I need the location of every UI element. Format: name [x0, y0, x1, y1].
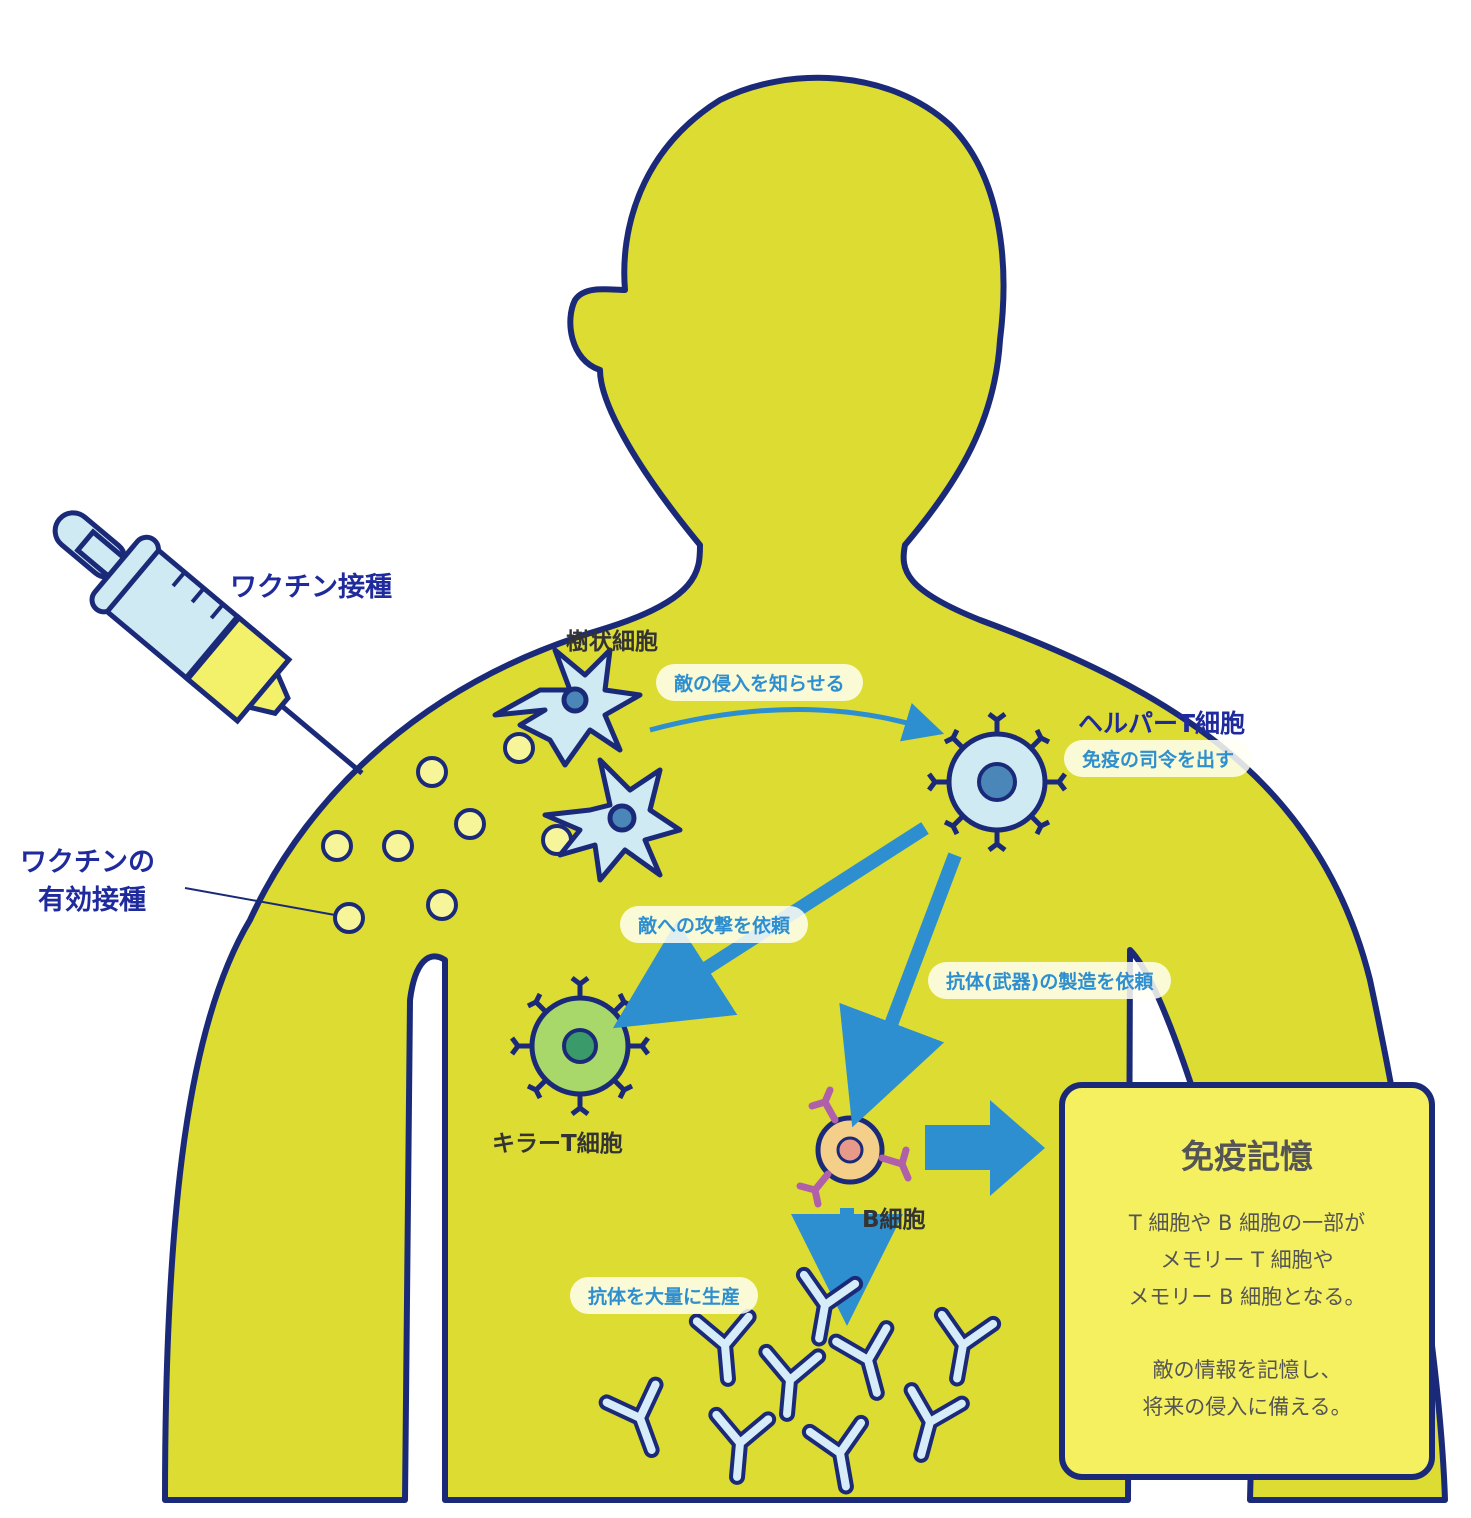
arrow-notify [649, 703, 945, 742]
vaccination-label: ワクチン接種 [230, 572, 392, 603]
memory-box-line-3: メモリー B 細胞となる。 [1128, 1285, 1366, 1309]
leader-line [184, 887, 336, 916]
antibody-icon [801, 1414, 870, 1495]
memory-box-title: 免疫記憶 [1181, 1137, 1313, 1176]
helper-t-cell-icon [927, 712, 1067, 852]
antibody-icon [598, 1376, 664, 1458]
helper-t-role-pill: 免疫の司令を出す [1064, 740, 1253, 777]
memory-box [1059, 1082, 1435, 1480]
antibody-icon [758, 1343, 827, 1422]
b-cell-icon [796, 1086, 912, 1208]
memory-box-line-4: 敵の情報を記憶し、 [1152, 1358, 1342, 1382]
helper-t-label: ヘルパーT細胞 [1078, 709, 1246, 738]
antibody-icon [933, 1306, 1002, 1387]
antibodies-group [598, 1266, 1002, 1495]
memory-box-line-1: T 細胞や B 細胞の一部が [1128, 1211, 1366, 1235]
memory-box-line-5: 将来の侵入に備える。 [1142, 1395, 1352, 1419]
memory-box-line-2: メモリー T 細胞や [1160, 1248, 1334, 1272]
antibody-icon [708, 1406, 777, 1485]
antibody-icon [688, 1308, 757, 1387]
arrow-to-memory [925, 1100, 1045, 1196]
request-attack-pill: 敵への攻撃を依頼 [620, 906, 809, 943]
vaccine-particles [321, 732, 573, 934]
dendritic-cell-icon [492, 647, 683, 883]
vaccine-effective-label-1: ワクチンの [20, 847, 155, 878]
antibody-icon [795, 1266, 864, 1347]
arrow-antibody [839, 852, 962, 1128]
mass-produce-pill: 抗体を大量に生産 [570, 1277, 759, 1314]
dendritic-cell-label: 樹状細胞 [566, 629, 658, 655]
antibody-icon [903, 1382, 970, 1463]
syringe-icon [52, 510, 364, 776]
request-antibody-pill: 抗体(武器)の製造を依頼 [928, 962, 1172, 999]
antibody-icon [828, 1320, 895, 1401]
b-cell-label: B細胞 [862, 1207, 926, 1233]
vaccine-effective-label-2: 有効接種 [38, 885, 146, 916]
killer-t-label: キラーT細胞 [492, 1131, 623, 1157]
notify-invasion-pill: 敵の侵入を知らせる [656, 664, 863, 701]
